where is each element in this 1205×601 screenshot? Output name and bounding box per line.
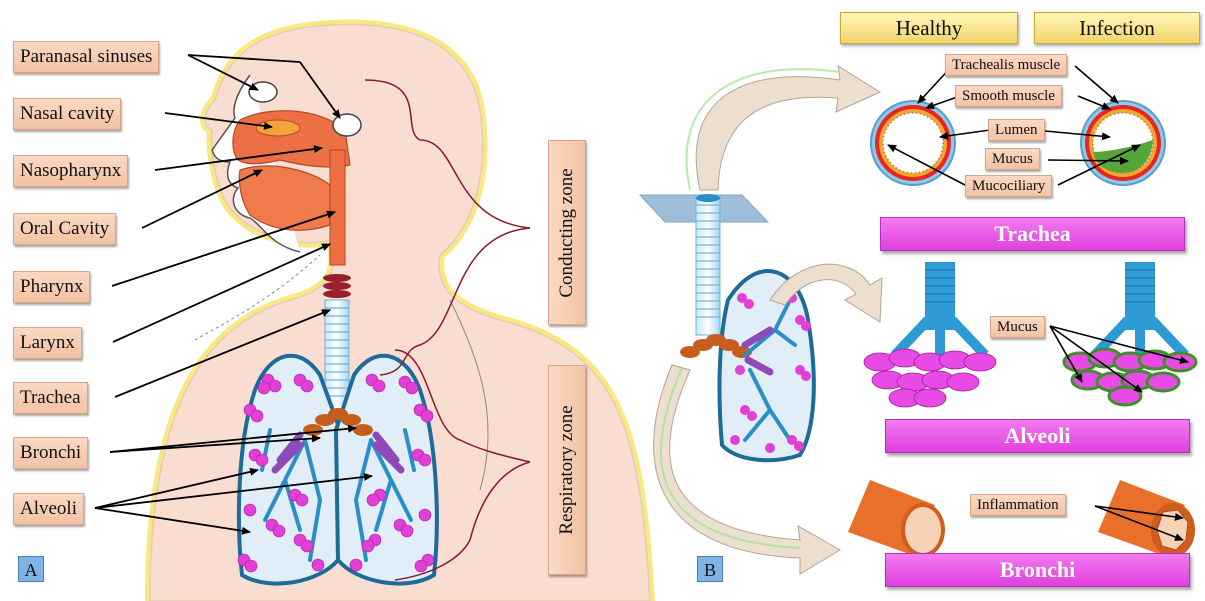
panel-a-marker: A: [18, 556, 44, 582]
bar-alveoli: Alveoli: [885, 419, 1190, 453]
larynx-rings: [323, 274, 351, 298]
bar-trachea: Trachea: [880, 217, 1185, 251]
conducting-zone-label: Conducting zone: [548, 140, 586, 325]
header-infection: Infection: [1034, 12, 1200, 44]
alveoli-healthy: [864, 262, 996, 407]
label-larynx: Larynx: [13, 327, 82, 359]
conducting-zone-text: Conducting zone: [556, 168, 578, 297]
label-nasopharynx: Nasopharynx: [13, 155, 128, 187]
label-paranasal-sinuses: Paranasal sinuses: [13, 41, 159, 73]
trachea-rings-b: [696, 194, 720, 335]
label-inflammation: Inflammation: [970, 494, 1066, 516]
label-bronchi: Bronchi: [13, 437, 88, 469]
panel-b-marker: B: [697, 556, 723, 582]
label-mucociliary: Mucociliary: [965, 175, 1052, 197]
header-healthy: Healthy: [840, 12, 1018, 44]
label-trachealis-muscle: Trachealis muscle: [945, 54, 1067, 76]
bronchi-healthy: [848, 480, 945, 557]
label-smooth-muscle: Smooth muscle: [955, 85, 1062, 107]
trachea-section-infection: [1081, 101, 1165, 185]
respiratory-zone-text: Respiratory zone: [556, 405, 578, 534]
label-mucus-trachea: Mucus: [985, 148, 1040, 170]
label-trachea: Trachea: [13, 382, 88, 414]
label-mucus-alveoli: Mucus: [990, 316, 1045, 338]
respiratory-zone-label: Respiratory zone: [548, 365, 586, 575]
label-lumen: Lumen: [988, 119, 1045, 141]
label-alveoli: Alveoli: [13, 493, 84, 525]
bar-bronchi: Bronchi: [885, 553, 1190, 587]
label-oral-cavity: Oral Cavity: [13, 213, 116, 245]
label-nasal-cavity: Nasal cavity: [13, 98, 121, 130]
bronchi-infection: [1098, 480, 1195, 557]
label-pharynx: Pharynx: [13, 271, 90, 303]
